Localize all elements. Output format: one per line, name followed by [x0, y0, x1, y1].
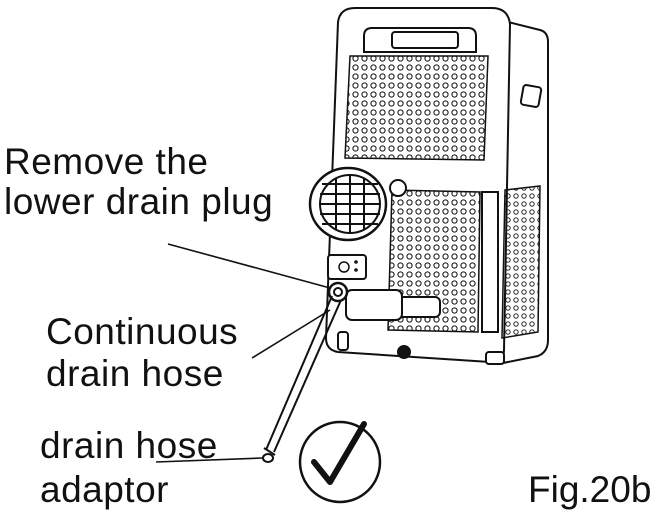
leader-line-drain-plug: [167, 243, 331, 289]
adaptor-label-line2: adaptor: [40, 469, 169, 510]
air-conditioner-unit: [308, 7, 549, 366]
adaptor-label-line1: drain hose: [40, 425, 218, 466]
checkmark-icon: [298, 420, 382, 504]
drain-hose-label-line2: drain hose: [46, 353, 224, 394]
exhaust-vent: [308, 166, 388, 242]
drain-plug-icon: [327, 281, 349, 303]
control-label-panel: [327, 254, 367, 280]
leader-line-adaptor: [155, 457, 263, 463]
remove-plug-label-line2: lower drain plug: [4, 181, 274, 222]
remove-plug-label-line1: Remove the: [4, 141, 209, 182]
figure-caption: Fig.20b: [528, 469, 652, 510]
leader-lines: [155, 243, 331, 463]
leader-line-drain-hose: [251, 309, 331, 359]
continuous-drain-hose: [262, 295, 342, 463]
drain-hose-label-line1: Continuous: [46, 311, 239, 352]
